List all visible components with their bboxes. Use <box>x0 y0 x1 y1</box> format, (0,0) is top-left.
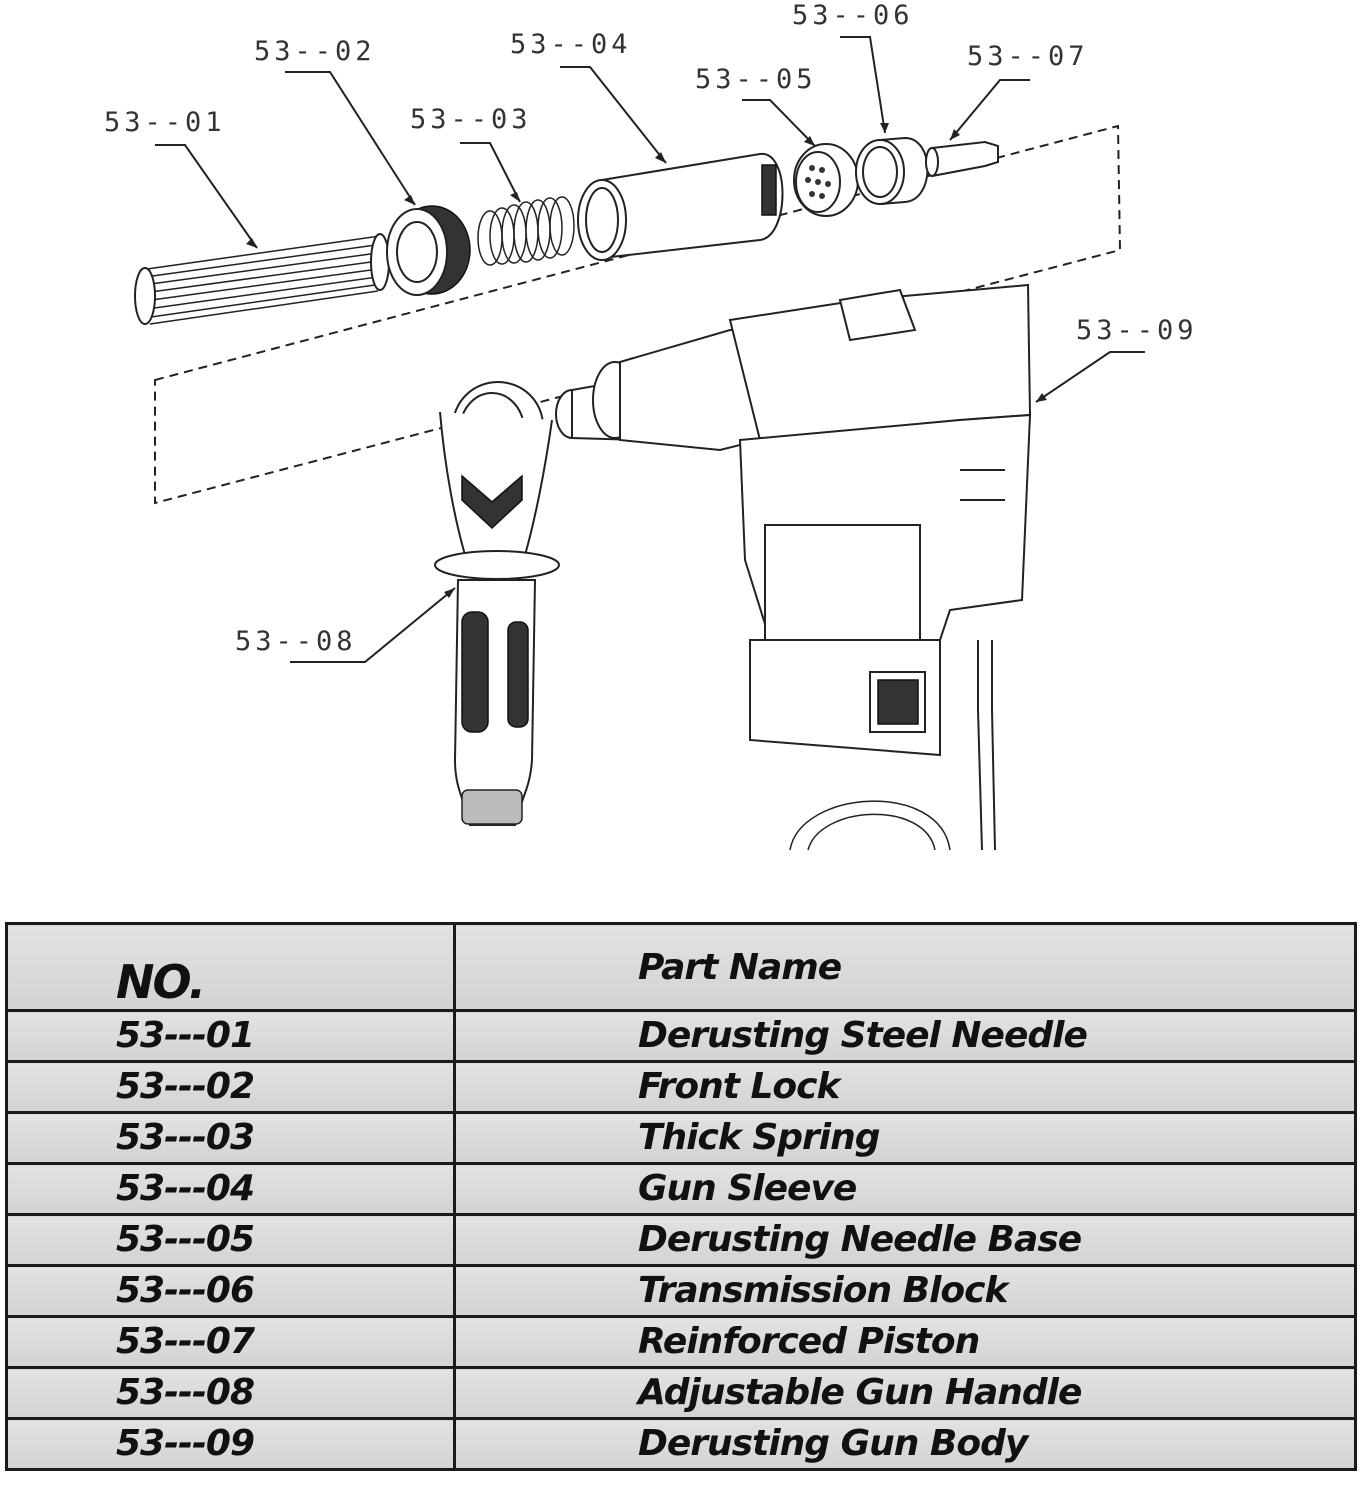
part-name: Derusting Gun Body <box>453 1417 1357 1471</box>
header-part-name: Part Name <box>453 922 1357 1012</box>
part-number: 53---08 <box>5 1366 456 1420</box>
part-number: 53---03 <box>5 1111 456 1165</box>
part-number: 53---05 <box>5 1213 456 1267</box>
table-header-row: NO. Part Name <box>5 922 1357 1012</box>
callout-53-04: 53--04 <box>510 29 632 60</box>
part-name: Adjustable Gun Handle <box>453 1366 1357 1420</box>
part-transmission-block <box>855 136 929 206</box>
exploded-parts-diagram: 53--01 53--02 53--03 53--04 53--05 53--0… <box>104 0 1198 851</box>
part-number: 53---01 <box>5 1009 456 1063</box>
part-number: 53---04 <box>5 1162 456 1216</box>
part-front-lock <box>386 205 471 296</box>
table-row: 53---09 Derusting Gun Body <box>5 1417 1357 1471</box>
callout-53-06: 53--06 <box>792 0 914 31</box>
table-row: 53---05 Derusting Needle Base <box>5 1213 1357 1267</box>
part-name: Derusting Needle Base <box>453 1213 1357 1267</box>
part-gun-body <box>555 283 1032 851</box>
header-no: NO. <box>5 922 456 1012</box>
table-row: 53---01 Derusting Steel Needle <box>5 1009 1357 1063</box>
part-steel-needles <box>134 233 390 325</box>
part-thick-spring <box>477 196 575 266</box>
part-name: Gun Sleeve <box>453 1162 1357 1216</box>
assembly-dashed-outline <box>154 124 1122 505</box>
callout-leaders <box>155 36 1145 663</box>
callout-53-05: 53--05 <box>695 64 817 95</box>
part-name: Derusting Steel Needle <box>453 1009 1357 1063</box>
part-number: 53---06 <box>5 1264 456 1318</box>
table-row: 53---04 Gun Sleeve <box>5 1162 1357 1216</box>
part-name: Front Lock <box>453 1060 1357 1114</box>
callout-53-09: 53--09 <box>1076 315 1198 346</box>
callout-53-08: 53--08 <box>235 626 357 657</box>
part-number: 53---09 <box>5 1417 456 1471</box>
part-name: Thick Spring <box>453 1111 1357 1165</box>
part-number: 53---02 <box>5 1060 456 1114</box>
table-row: 53---02 Front Lock <box>5 1060 1357 1114</box>
part-gun-sleeve <box>577 152 784 261</box>
table-row: 53---07 Reinforced Piston <box>5 1315 1357 1369</box>
part-reinforced-piston <box>925 140 999 178</box>
callout-53-02: 53--02 <box>254 36 376 67</box>
part-adjustable-handle <box>434 381 560 826</box>
table-row: 53---03 Thick Spring <box>5 1111 1357 1165</box>
callout-53-07: 53--07 <box>967 41 1089 72</box>
part-name: Reinforced Piston <box>453 1315 1357 1369</box>
callout-53-03: 53--03 <box>410 104 532 135</box>
part-number: 53---07 <box>5 1315 456 1369</box>
table-row: 53---08 Adjustable Gun Handle <box>5 1366 1357 1420</box>
part-needle-base <box>793 143 859 217</box>
parts-table: NO. Part Name 53---01 Derusting Steel Ne… <box>5 922 1357 1471</box>
callout-53-01: 53--01 <box>104 107 226 138</box>
part-name: Transmission Block <box>453 1264 1357 1318</box>
table-row: 53---06 Transmission Block <box>5 1264 1357 1318</box>
